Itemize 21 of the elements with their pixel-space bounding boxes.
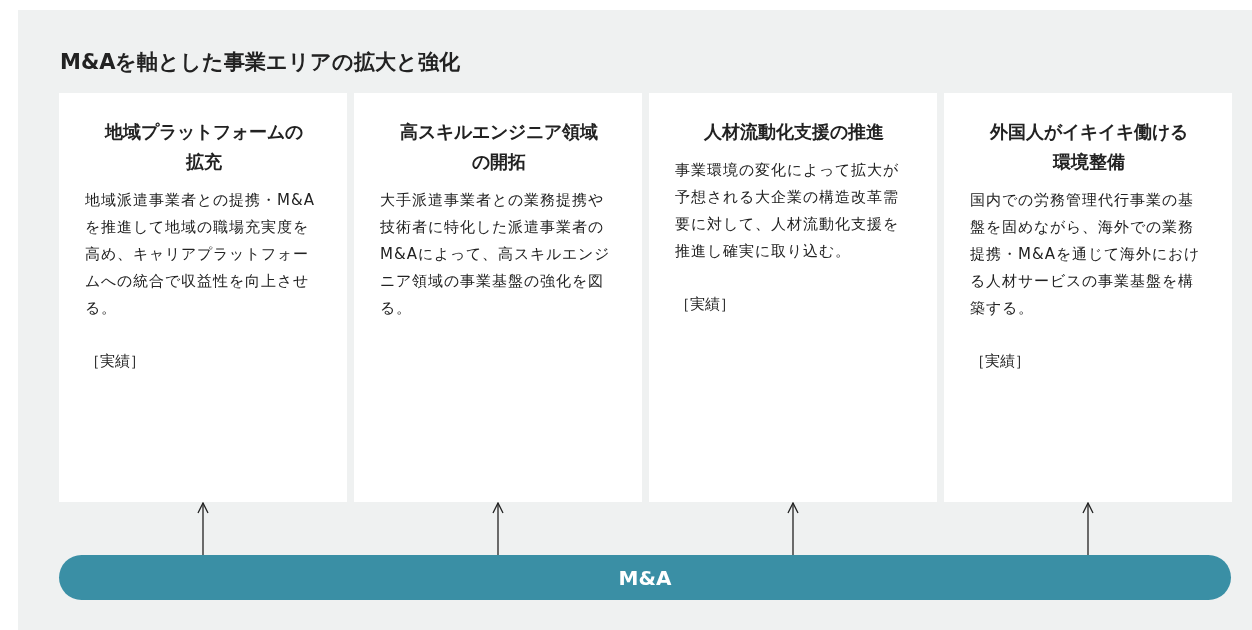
arrow xyxy=(787,502,799,556)
topic-card xyxy=(59,93,347,502)
results-label: ［実績］ xyxy=(85,351,145,372)
results-label: ［実績］ xyxy=(970,351,1030,372)
arrow xyxy=(492,502,504,556)
card-heading: 人材流動化支援の推進 xyxy=(703,120,885,144)
arrow xyxy=(1082,502,1094,556)
title: M&Aを軸とした事業エリアの拡大と強化 xyxy=(60,49,461,76)
ma-bar: M&A xyxy=(59,555,1231,600)
card-text: 事業環境の変化によって拡大が予想される大企業の構造改革需要に対して、人材流動化支援を推進し確実に取り込む。 xyxy=(675,160,900,262)
card-text: 大手派遣事業者との業務提携や技術者に特化した派遣事業者のM&Aによって、高スキルエンジニア領域の事業基盤の強化を図る。 xyxy=(380,190,611,319)
topic-card xyxy=(354,93,642,502)
card-text: 国内での労務管理代行事業の基盤を固めながら、海外での業務提携・M&Aを通じて海外における人材サービスの事業基盤を構築する。 xyxy=(970,190,1201,319)
card-heading: 地域プラットフォームの拡充 xyxy=(103,120,304,174)
results-label: ［実績］ xyxy=(675,294,735,315)
topic-card xyxy=(649,93,937,502)
card-heading: 外国人がイキイキ働ける環境整備 xyxy=(989,120,1189,174)
card-heading: 高スキルエンジニア領域の開拓 xyxy=(399,120,599,174)
card-text: 地域派遣事業者との提携・M&Aを推進して地域の職場充実度を高め、キャリアプラットフォームへの統合で収益性を向上させる。 xyxy=(85,190,316,319)
arrow xyxy=(197,502,209,556)
topic-card xyxy=(944,93,1232,502)
